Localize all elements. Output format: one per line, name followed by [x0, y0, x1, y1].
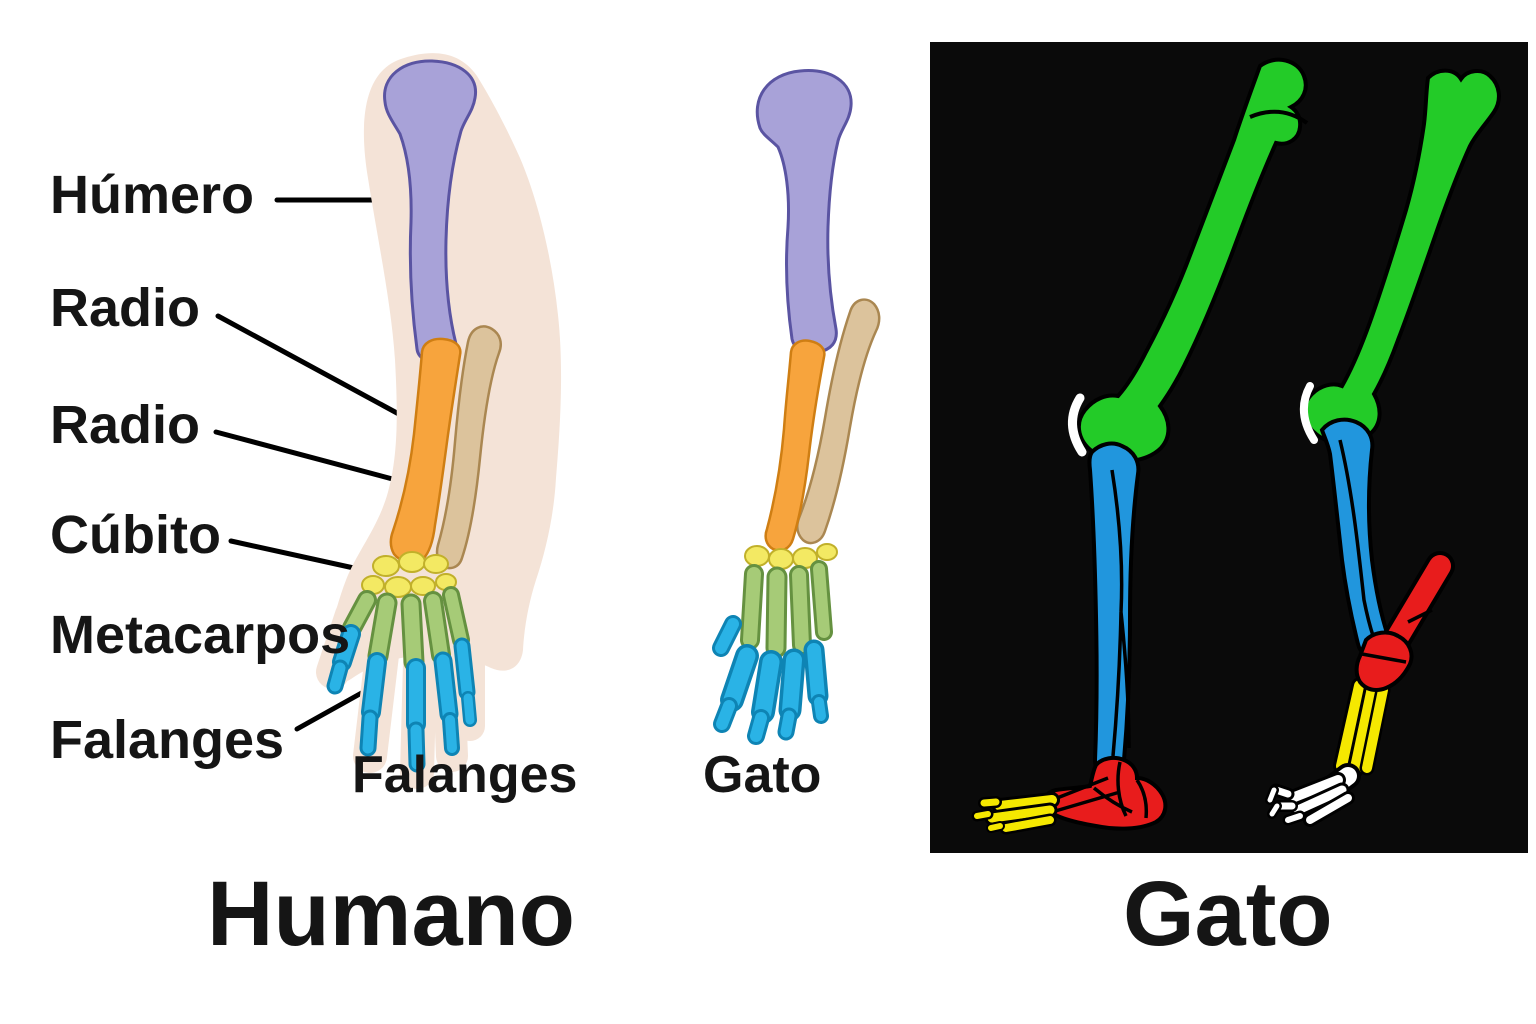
cubito-leader-line — [228, 538, 375, 575]
tibia-inner-line — [1338, 439, 1378, 645]
metatarsal-bones — [1333, 677, 1391, 779]
humerus-bone — [755, 69, 853, 354]
radius-bone — [389, 337, 462, 564]
radius-bone — [764, 339, 826, 552]
tarsal-foot-bone — [1042, 755, 1168, 831]
digitigrade-leg — [1265, 68, 1501, 827]
bone-label-cubito: Cúbito — [50, 505, 221, 565]
bone-label-metacarpos: Metacarpos — [50, 605, 351, 665]
patella-highlight — [1068, 393, 1087, 457]
paw-phalange-bones — [1265, 763, 1361, 827]
humerus-bone — [383, 59, 477, 364]
metacarpal-bones — [740, 560, 833, 659]
bone-label-humero: Húmero — [50, 165, 255, 225]
cat-panel-title: Gato — [1123, 863, 1333, 965]
human-panel-title: Humano — [207, 863, 575, 965]
femur-bone — [1302, 68, 1501, 445]
bone-label-radio-1: Radio — [50, 278, 201, 338]
metacarpal-bones — [342, 586, 470, 673]
femur-head-notch — [1249, 109, 1309, 125]
tibia-inner-line — [1110, 469, 1131, 757]
carpal-bones — [361, 551, 457, 598]
patella-highlight — [1300, 382, 1318, 444]
phalange-bones — [326, 624, 477, 773]
ulna-bone — [435, 325, 502, 570]
plantigrade-leg — [971, 57, 1309, 835]
ulna-bone — [796, 298, 881, 545]
cat-leg-xray-panel — [930, 42, 1528, 853]
femur-bone — [1076, 57, 1308, 464]
cat-forelimb-illustration — [712, 69, 881, 745]
bone-label-falanges: Falanges — [50, 710, 285, 770]
cat-forelimb-caption: Gato — [703, 746, 822, 804]
tarsal-block-bone — [1354, 630, 1414, 692]
toe-bones — [971, 792, 1060, 835]
calcaneus-bone — [1381, 551, 1455, 655]
human-arm-illustration — [316, 53, 562, 789]
tarsal-crease-lines — [1361, 608, 1433, 664]
paw-phalange-bones — [712, 615, 829, 745]
human-hand-caption: Falanges — [352, 746, 578, 804]
bone-label-radio-2: Radio — [50, 395, 201, 455]
foot-crease-lines — [1051, 761, 1149, 819]
